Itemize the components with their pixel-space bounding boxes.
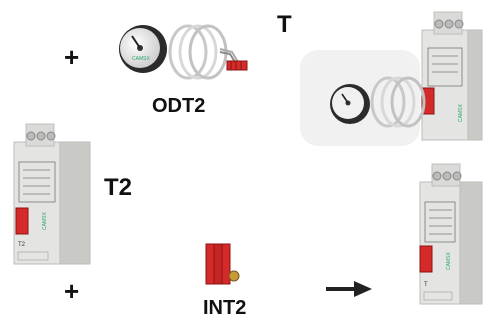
svg-text:T2: T2 bbox=[18, 242, 26, 248]
plus-sign-top: + bbox=[64, 42, 80, 72]
arrow-right-icon bbox=[326, 281, 372, 297]
t2-device-image: T2 CAMSX bbox=[13, 123, 91, 265]
t-device-with-odt2-image: CAMSX bbox=[300, 11, 483, 146]
int2-label: INT2 bbox=[203, 297, 247, 319]
svg-text:CAMSX: CAMSX bbox=[446, 252, 452, 270]
t2-label: T2 bbox=[104, 174, 133, 201]
svg-text:CAMSX: CAMSX bbox=[132, 56, 150, 62]
t-device-with-int2-image: T CAMSX bbox=[419, 163, 483, 305]
odt2-sensor-image: CAMSX bbox=[119, 24, 248, 80]
t-label: T bbox=[277, 11, 292, 38]
svg-text:T: T bbox=[424, 282, 428, 288]
odt2-label: ODT2 bbox=[152, 95, 206, 117]
plus-sign-bottom: + bbox=[64, 276, 80, 306]
svg-text:CAMSX: CAMSX bbox=[458, 104, 464, 122]
int2-module-image bbox=[205, 243, 240, 285]
svg-text:CAMSX: CAMSX bbox=[42, 212, 48, 230]
